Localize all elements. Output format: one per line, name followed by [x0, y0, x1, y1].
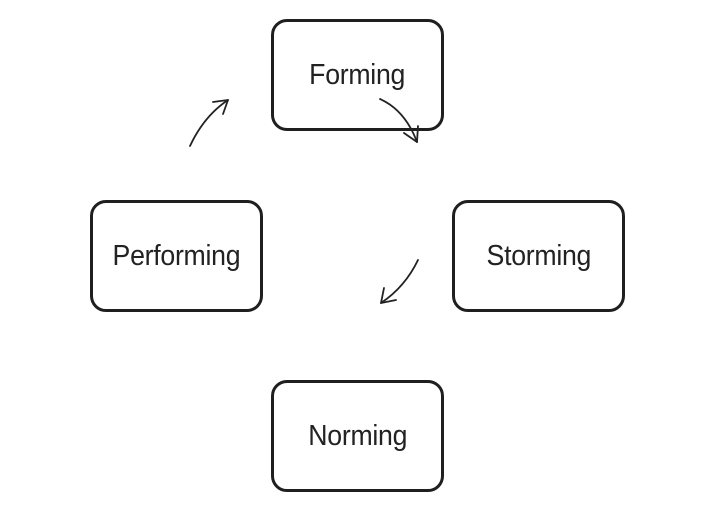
stage-box-norming: Norming: [271, 380, 444, 492]
arrow-performing-to-forming: [189, 99, 229, 147]
stage-label-storming: Storming: [486, 239, 591, 272]
arrow-storming-to-norming: [380, 259, 419, 304]
stage-box-performing: Performing: [90, 200, 263, 312]
stage-label-performing: Performing: [112, 239, 241, 272]
stage-label-forming: Forming: [309, 58, 406, 91]
stage-box-forming: Forming: [271, 19, 444, 131]
stage-box-storming: Storming: [452, 200, 625, 312]
stage-label-norming: Norming: [308, 419, 407, 452]
arrow-forming-to-storming: [379, 98, 419, 143]
